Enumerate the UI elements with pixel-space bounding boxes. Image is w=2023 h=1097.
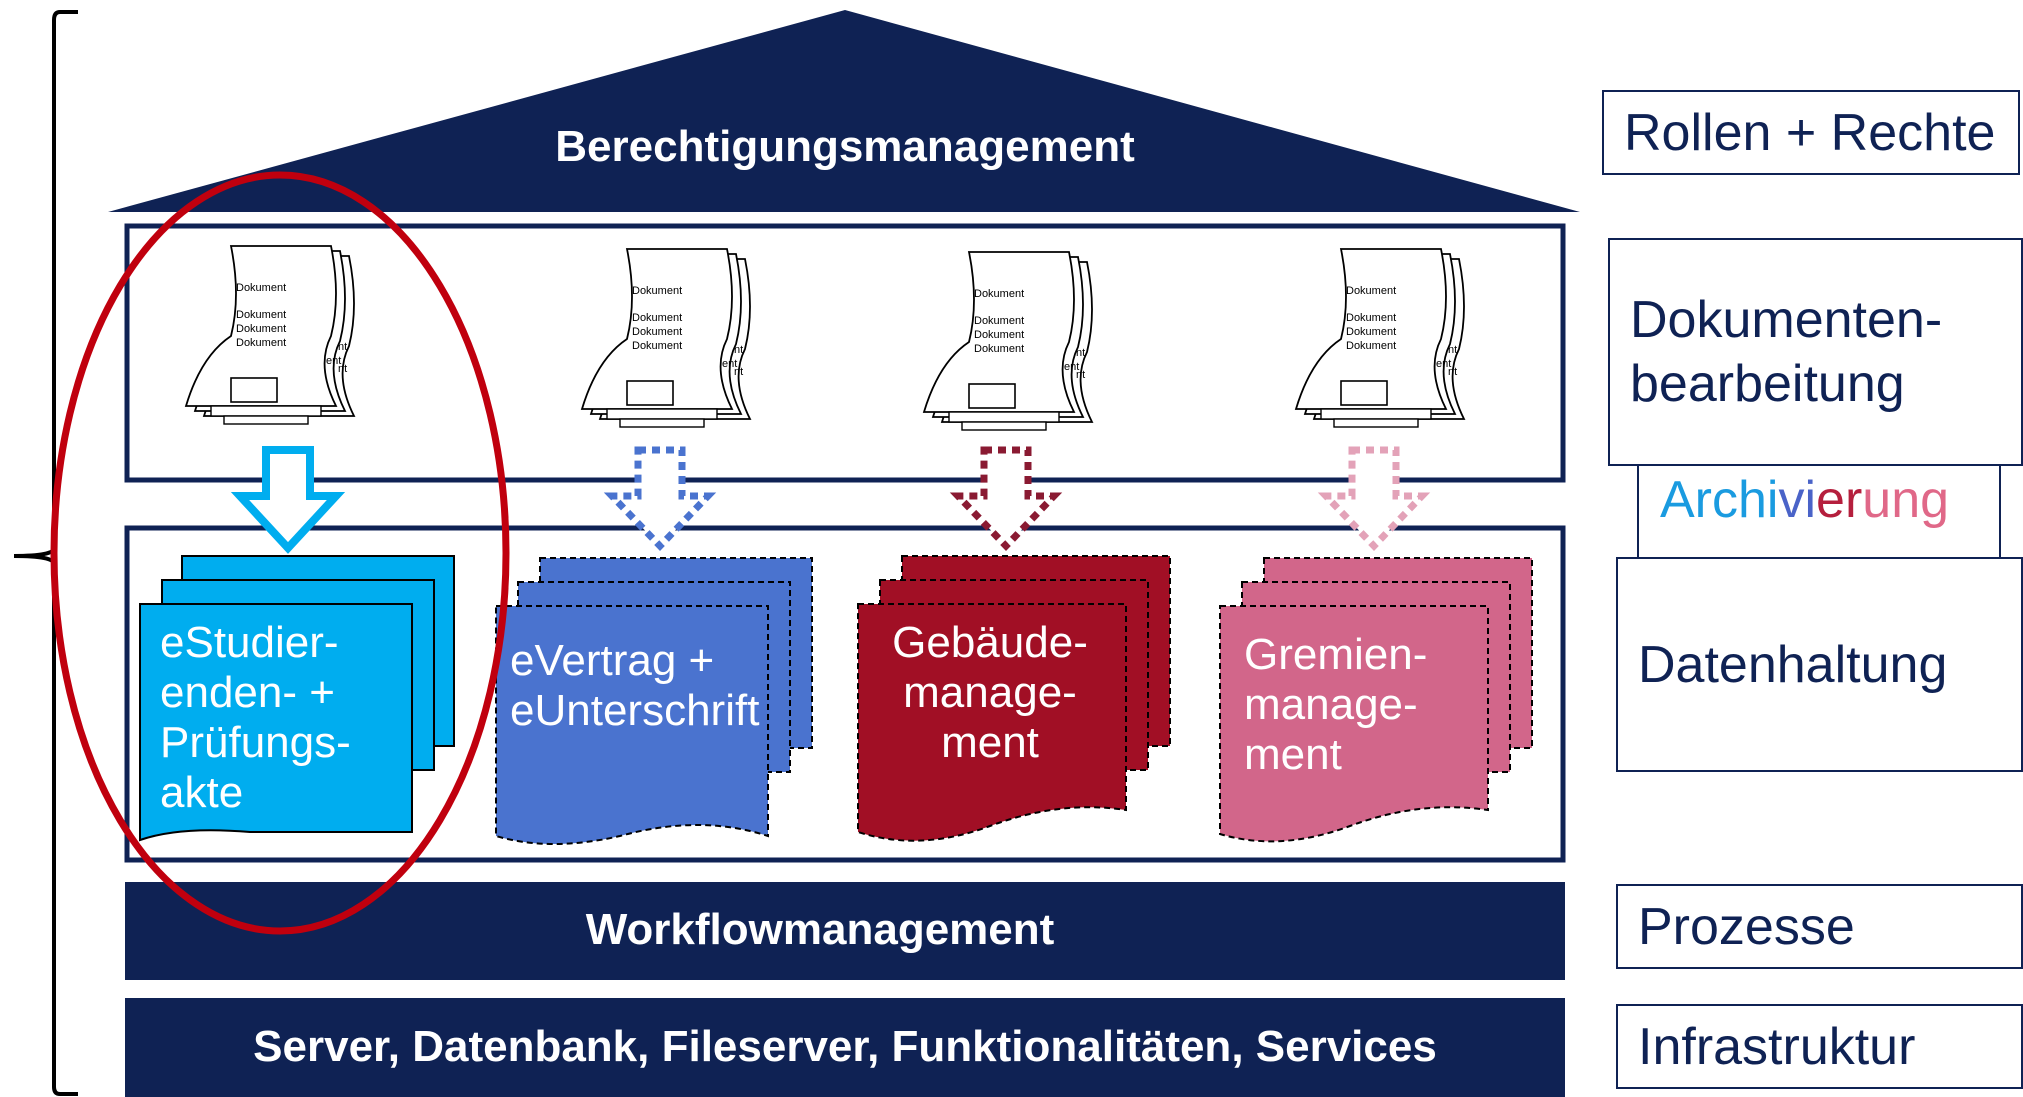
- document-icon-1: Dokument Dokument Dokument Dokument: [185, 245, 355, 425]
- document-icon-2: Dokument Dokument Dokument Dokument: [581, 248, 751, 428]
- file-label-students: eStudier- enden- + Prüfungs- akte: [160, 618, 351, 817]
- svg-text:Dokument: Dokument: [974, 315, 1024, 327]
- document-icon-3: Dokument Dokument Dokument Dokument: [923, 251, 1093, 431]
- left-brace: [13, 10, 78, 1096]
- workflow-title: Workflowmanagement: [585, 905, 1055, 954]
- svg-text:Dokument: Dokument: [632, 340, 682, 352]
- file-label-committees: Gremien- manage- ment: [1244, 630, 1428, 779]
- svg-text:Dokument: Dokument: [1346, 285, 1396, 297]
- svg-text:Dokument: Dokument: [236, 309, 286, 321]
- svg-text:Dokument: Dokument: [974, 288, 1024, 300]
- side-label-prozesse: Prozesse: [1616, 884, 2023, 969]
- arrow-down-dotted-blue: [603, 446, 717, 552]
- svg-text:Dokument: Dokument: [632, 312, 682, 324]
- file-label-contracts: eVertrag + eUnterschrift: [510, 636, 760, 735]
- side-label-infrastruktur: Infrastruktur: [1616, 1004, 2023, 1089]
- file-stack-committees: [1219, 557, 1533, 843]
- svg-text:Dokument: Dokument: [236, 337, 286, 349]
- archivierung-part-4: ung: [1862, 471, 1950, 529]
- arrow-down-dotted-red: [949, 446, 1063, 552]
- side-label-datenhaltung: Datenhaltung: [1616, 557, 2023, 772]
- infrastructure-title: Server, Datenbank, Fileserver, Funktiona…: [253, 1022, 1437, 1071]
- file-stack-buildings: [857, 555, 1171, 842]
- svg-text:Dokument: Dokument: [236, 323, 286, 335]
- archivierung-part-3: er: [1816, 471, 1863, 529]
- archivierung-part-2: vi: [1778, 471, 1817, 529]
- svg-text:Dokument: Dokument: [632, 326, 682, 338]
- roof-title: Berechtigungsmanagement: [555, 122, 1135, 171]
- highlight-ellipse: [50, 171, 510, 935]
- svg-text:Dokument: Dokument: [1346, 312, 1396, 324]
- svg-text:Dokument: Dokument: [974, 329, 1024, 341]
- arrow-down-dotted-pink: [1317, 446, 1431, 552]
- arrow-down-solid: [230, 446, 346, 554]
- workflow-bar: [125, 882, 1565, 980]
- file-stack-students: [139, 555, 455, 842]
- svg-text:Dokument: Dokument: [236, 282, 286, 294]
- roof: [108, 10, 1580, 212]
- side-label-rollen: Rollen + Rechte: [1602, 90, 2020, 175]
- infrastructure-bar: [125, 998, 1565, 1097]
- document-editing-box: [124, 223, 1566, 483]
- file-stack-contracts: [495, 557, 813, 845]
- side-label-dokumenten: Dokumenten- bearbeitung: [1608, 238, 2023, 466]
- side-label-archivierung: Archivierung: [1660, 470, 1949, 530]
- archivierung-part-1: Archi: [1660, 471, 1779, 529]
- svg-text:Dokument: Dokument: [1346, 340, 1396, 352]
- file-label-buildings: Gebäude- manage- ment: [892, 618, 1088, 767]
- svg-text:Dokument: Dokument: [632, 285, 682, 297]
- svg-text:Dokument: Dokument: [1346, 326, 1396, 338]
- document-icon-4: Dokument Dokument Dokument Dokument: [1295, 248, 1465, 428]
- svg-text:Dokument: Dokument: [974, 343, 1024, 355]
